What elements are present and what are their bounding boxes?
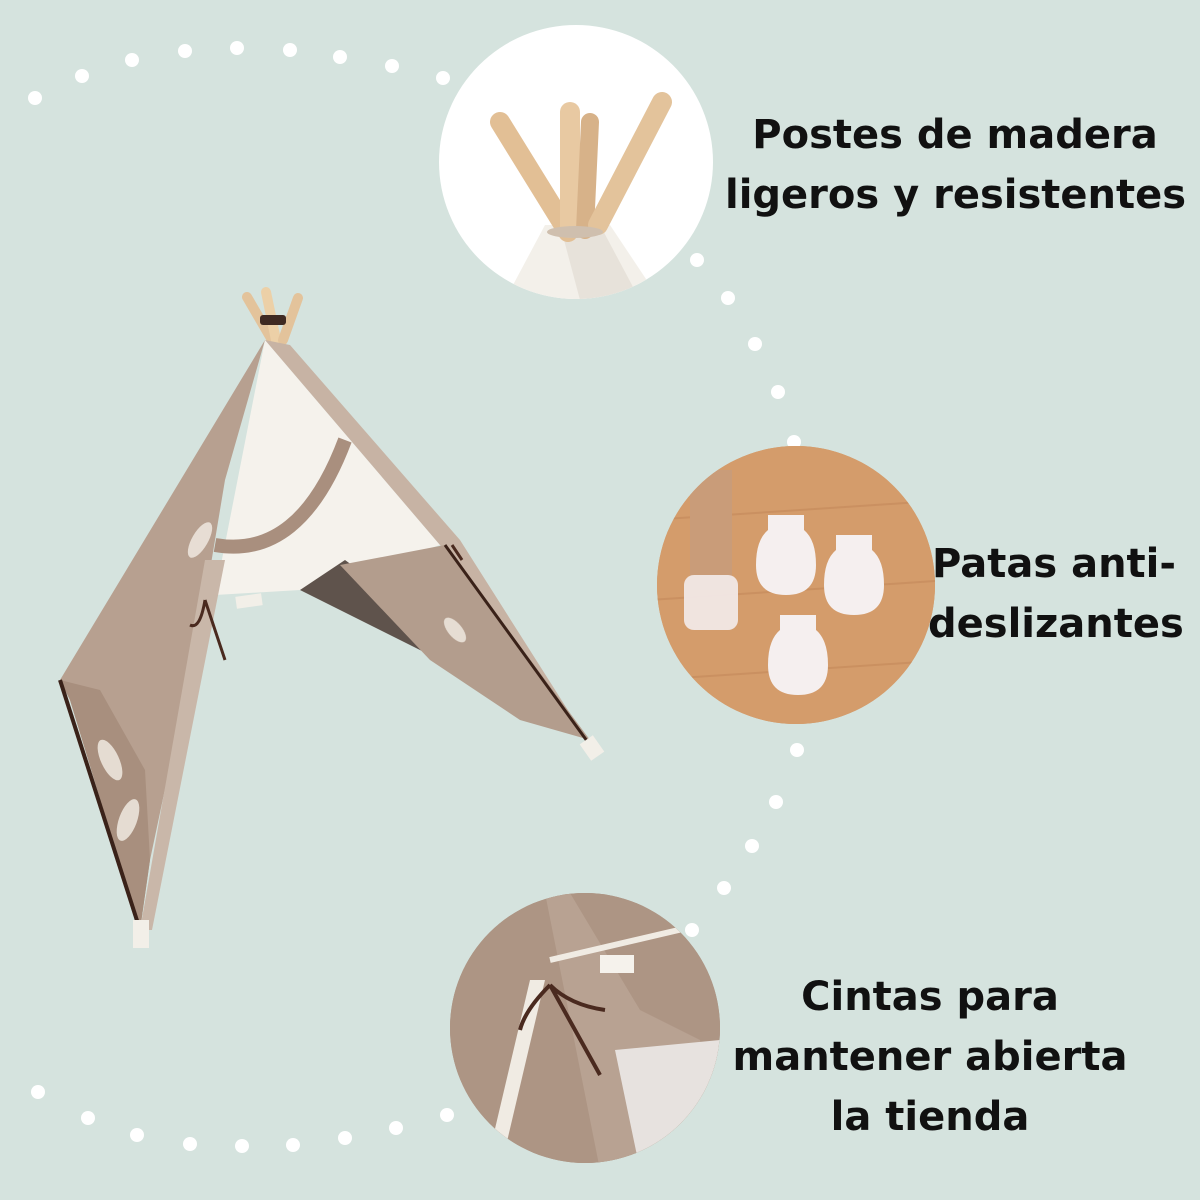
teepee-tent-illustration (58, 287, 605, 948)
wooden-poles-photo (439, 25, 713, 299)
feature-line: Postes de madera (752, 112, 1158, 158)
feature-line: ligeros y resistentes (725, 172, 1187, 218)
tent-poles (242, 287, 303, 345)
feature-text-anti-slip-feet: Patas anti- deslizantes (928, 534, 1184, 654)
feature-line: Patas anti- (932, 541, 1176, 587)
feature-text-wooden-poles: Postes de madera ligeros y resistentes (725, 105, 1187, 225)
silicone-feet-photo (657, 446, 935, 724)
feature-line: Cintas para (801, 974, 1059, 1020)
dotted-path (28, 41, 804, 1153)
feature-line: la tienda (830, 1094, 1030, 1140)
feature-line: deslizantes (928, 601, 1184, 647)
feature-text-ribbons: Cintas para mantener abierta la tienda (720, 967, 1140, 1147)
ribbon-ties-photo (450, 893, 720, 1163)
feature-line: mantener abierta (732, 1034, 1128, 1080)
